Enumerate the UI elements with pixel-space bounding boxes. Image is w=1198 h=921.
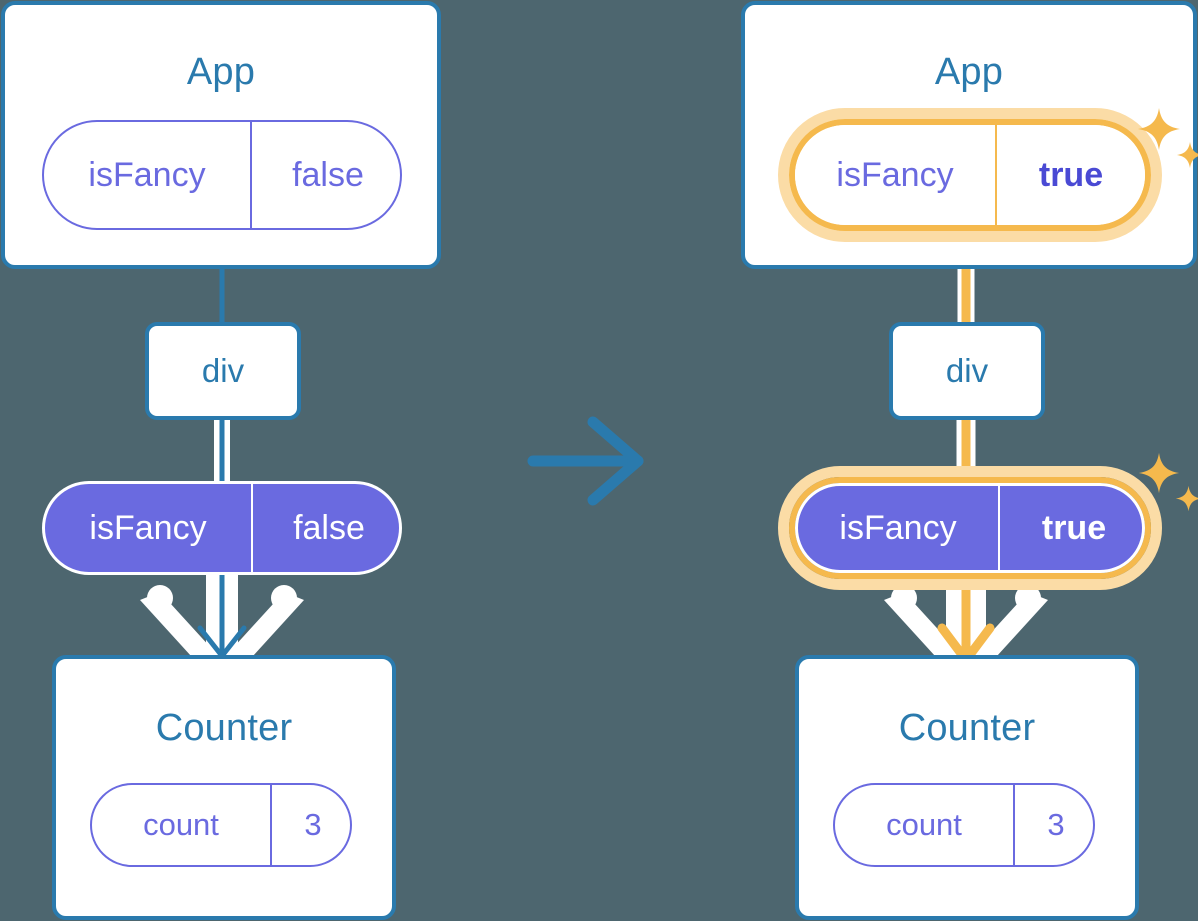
counter-card-title-before: Counter: [155, 707, 293, 749]
app-card-title-before: App: [186, 51, 256, 93]
app-state-pill-after[interactable]: isFancy true: [795, 125, 1145, 225]
counter-state-pill-before[interactable]: count 3: [90, 783, 352, 867]
transition-right-arrow-icon: [527, 416, 644, 506]
counter-state-value-after: 3: [1013, 785, 1093, 865]
sparkle-small-bottom-app-after: [1176, 141, 1198, 169]
app-card-title-after: App: [934, 51, 1004, 93]
prop-pill-after[interactable]: isFancy true: [795, 483, 1145, 573]
counter-state-name-before: count: [143, 807, 219, 842]
sparkle-large-top-prop-after: [1138, 452, 1180, 494]
counter-state-pill-after[interactable]: count 3: [833, 783, 1095, 867]
after-panel: App isFancy true div isFancy true: [640, 0, 1198, 921]
prop-value-after: true: [998, 486, 1142, 570]
prop-name-after: isFancy: [839, 508, 957, 547]
counter-state-name-after: count: [886, 807, 962, 842]
app-state-value-before: false: [250, 122, 400, 228]
div-node-after[interactable]: div: [889, 322, 1045, 420]
sparkle-small-bottom-prop-after: [1175, 485, 1198, 512]
counter-state-value-before: 3: [270, 785, 350, 865]
app-state-name-before: isFancy: [88, 155, 206, 194]
prop-value-before: false: [251, 484, 399, 572]
sparkle-large-top-app-after: [1138, 108, 1180, 150]
counter-card-title-after: Counter: [898, 707, 1036, 749]
prop-pill-before[interactable]: isFancy false: [42, 481, 402, 575]
div-node-label-after: div: [945, 352, 989, 389]
prop-name-before: isFancy: [89, 508, 207, 547]
div-node-before[interactable]: div: [145, 322, 301, 420]
app-state-value-after: true: [995, 125, 1145, 225]
app-state-pill-before[interactable]: isFancy false: [42, 120, 402, 230]
div-node-label-before: div: [201, 352, 245, 389]
app-state-name-after: isFancy: [836, 155, 954, 194]
before-panel: App isFancy false div isFancy false Coun…: [0, 0, 560, 921]
